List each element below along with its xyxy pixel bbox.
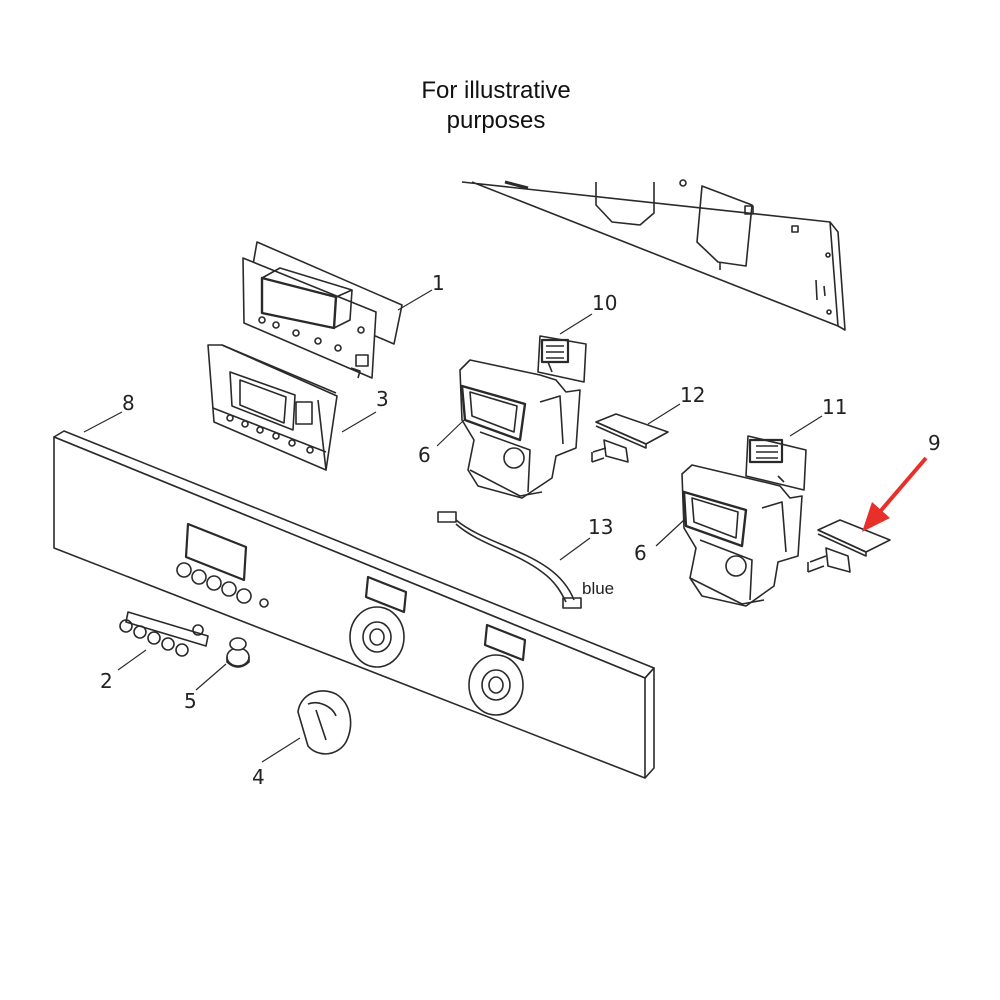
part-5-small-knob [226, 637, 250, 668]
part-2-push-buttons [119, 611, 209, 657]
part-13-wire-harness [437, 511, 582, 609]
label-part-2: 2 [100, 669, 113, 693]
part-4-rotary-knob [297, 690, 352, 755]
label-part-1: 1 [432, 271, 445, 295]
label-part-12: 12 [680, 383, 705, 407]
caption-line-1: For illustrative [421, 77, 571, 104]
label-part-9: 9 [928, 431, 941, 455]
label-part-10: 10 [592, 291, 617, 315]
label-part-5: 5 [184, 689, 197, 713]
part-1-display-board [242, 241, 403, 379]
part-6-knob-housing-lower [681, 464, 803, 607]
part-10-small-board [537, 335, 587, 383]
part-6-knob-housing-upper [459, 359, 581, 499]
label-part-6-lower: 6 [634, 541, 647, 565]
label-part-11: 11 [822, 395, 847, 419]
caption: For illustrative purposes [0, 76, 992, 136]
label-part-8: 8 [122, 391, 135, 415]
highlight-arrow [862, 456, 928, 532]
label-part-4: 4 [252, 765, 265, 789]
leader-lines [83, 289, 823, 763]
label-part-3: 3 [376, 387, 389, 411]
part-12-switch-plate [591, 413, 669, 463]
label-part-6-upper: 6 [418, 443, 431, 467]
part-3-display-frame [207, 344, 338, 471]
caption-line-2: purposes [446, 107, 546, 134]
part-9-switch-plate [807, 519, 891, 573]
label-part-13: 13 [588, 515, 613, 539]
rear-panel [461, 179, 846, 331]
part-11-small-board [745, 435, 807, 491]
wire-color-label: blue [582, 579, 614, 598]
part-8-front-panel [53, 430, 655, 779]
